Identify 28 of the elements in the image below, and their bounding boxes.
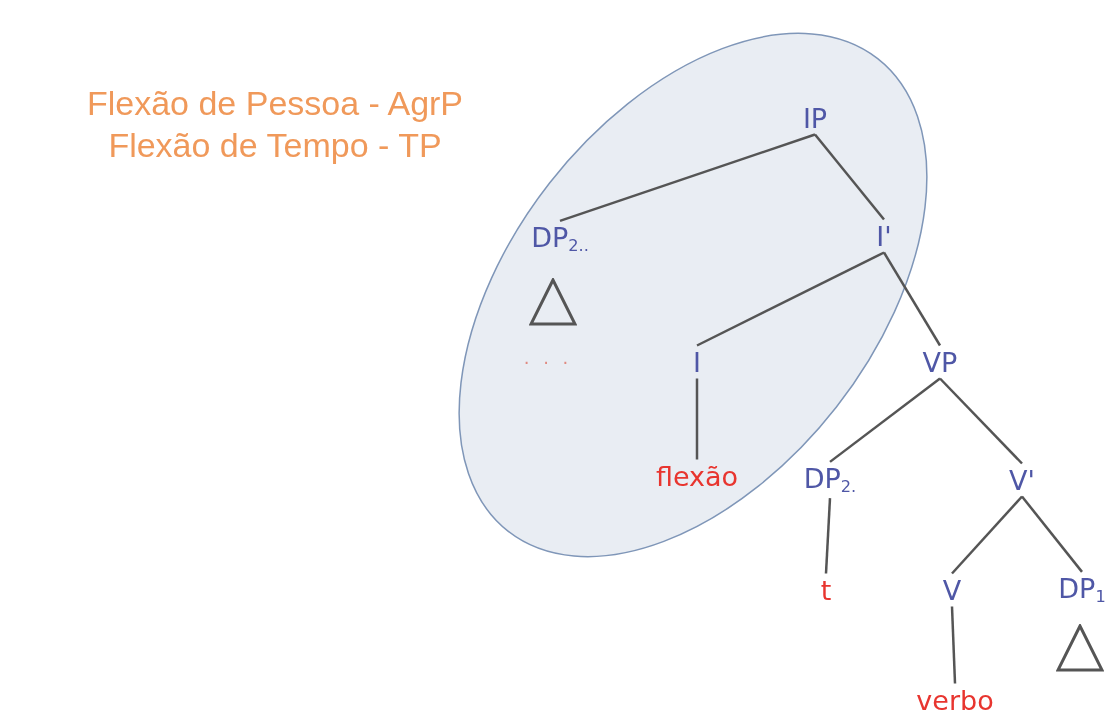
tree-branch: [939, 377, 1023, 465]
category-label: V: [942, 576, 962, 604]
ellipsis-text: · · ·: [523, 351, 573, 373]
category-label: I: [693, 348, 701, 376]
heading-text: Flexão de Tempo - TP: [108, 126, 442, 165]
category-label: I': [876, 222, 892, 250]
tree-branch: [829, 377, 941, 463]
category-label: IP: [802, 104, 828, 132]
word-label: verbo: [916, 686, 994, 714]
word-label: t: [820, 576, 832, 604]
heading-text: Flexão de Pessoa - AgrP: [86, 84, 464, 123]
category-label: DP$_{1}$: [1058, 574, 1106, 606]
tree-branch: [882, 251, 942, 347]
category-label: DP$_{2.}$: [803, 464, 857, 496]
tree-branch: [950, 606, 957, 684]
category-label: V': [1009, 466, 1035, 494]
category-label: VP: [922, 348, 958, 376]
triangle-symbol: [529, 278, 577, 326]
tree-branch: [559, 133, 816, 223]
tree-branch: [1021, 495, 1083, 573]
word-label: flexão: [655, 462, 739, 490]
tree-branch: [951, 495, 1023, 575]
tree-branch: [824, 498, 832, 574]
tree-branch: [696, 251, 885, 347]
tree-branch: [814, 133, 885, 221]
tree-branch: [695, 378, 699, 460]
triangle-symbol: [1056, 624, 1104, 672]
category-label: DP$_{2..}$: [531, 223, 589, 255]
